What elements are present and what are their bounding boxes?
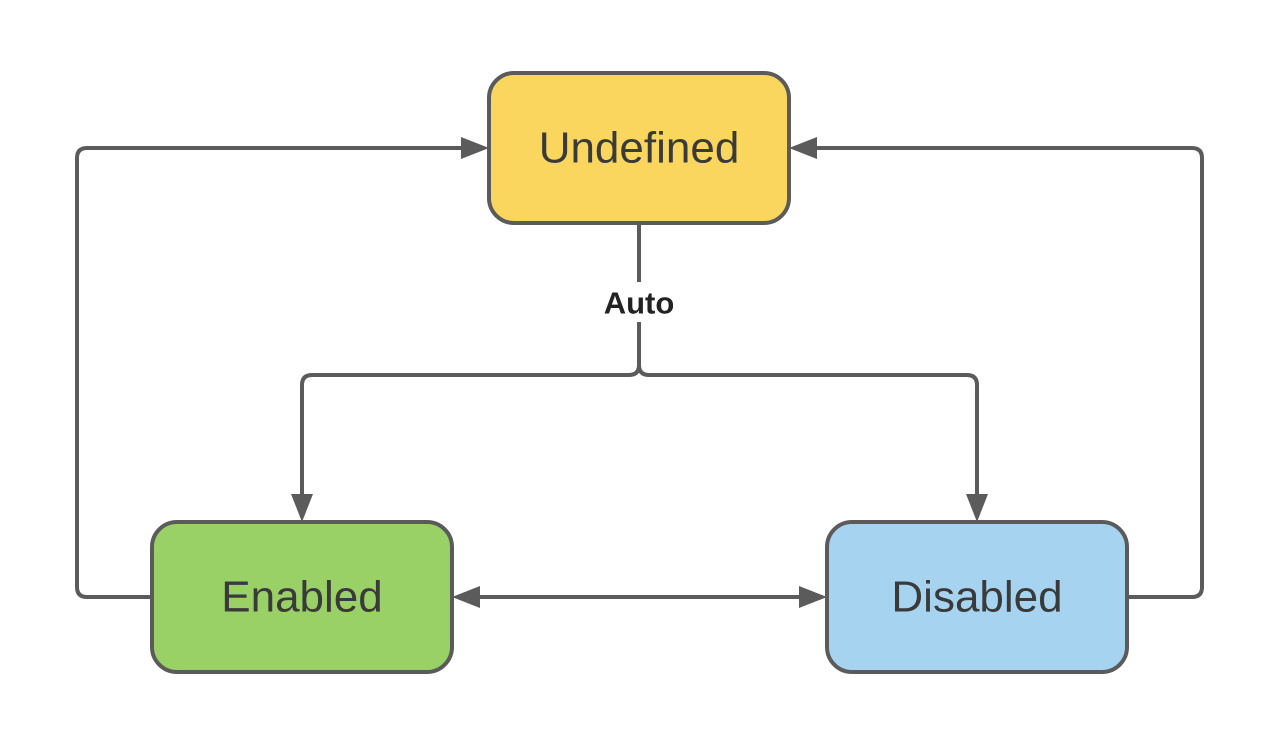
node-enabled-label: Enabled: [221, 573, 382, 622]
edge-enabled-to-undefined-line: [75, 146, 463, 599]
arrowhead-down-icon: [291, 494, 313, 522]
arrowhead-right-icon: [799, 586, 827, 608]
node-disabled-label: Disabled: [891, 573, 1062, 622]
auto-branch-enabled-line: [300, 321, 641, 497]
edge-disabled-to-undefined-line: [815, 146, 1204, 599]
arrowhead-down-icon: [966, 494, 988, 522]
node-enabled: Enabled: [150, 520, 454, 674]
edge-label-auto: Auto: [604, 286, 675, 321]
edge-enabled-to-undefined: [75, 137, 489, 599]
arrowhead-right-icon: [461, 137, 489, 159]
edge-label-background: [608, 282, 670, 322]
arrowhead-left-icon: [789, 137, 817, 159]
node-undefined: Undefined: [487, 71, 791, 225]
node-enabled-shape: [150, 520, 454, 674]
edge-undefined-auto-split: Auto: [291, 223, 988, 522]
edge-enabled-disabled-bidirectional: [452, 586, 827, 608]
node-disabled-shape: [825, 520, 1129, 674]
node-undefined-label: Undefined: [539, 124, 740, 173]
edge-disabled-to-undefined: [789, 137, 1204, 599]
auto-branch-disabled-line: [637, 321, 979, 497]
node-undefined-shape: [487, 71, 791, 225]
node-disabled: Disabled: [825, 520, 1129, 674]
arrowhead-left-icon: [452, 586, 480, 608]
